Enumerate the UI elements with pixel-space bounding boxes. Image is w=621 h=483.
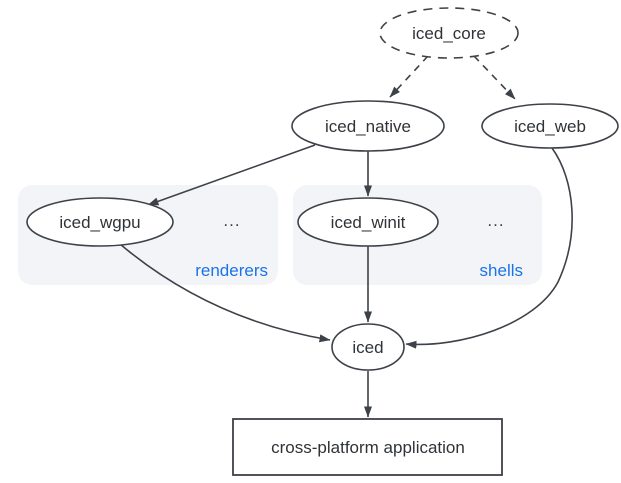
label-iced_native: iced_native bbox=[325, 117, 411, 136]
label-group-renderers: renderers bbox=[195, 261, 268, 280]
label-iced: iced bbox=[352, 338, 383, 357]
ellipsis-renderers: ... bbox=[223, 211, 240, 230]
edge-iced_web-iced bbox=[405, 147, 573, 349]
node-iced_winit bbox=[297, 197, 439, 247]
node-iced_wgpu bbox=[26, 197, 174, 247]
node-iced bbox=[331, 323, 405, 371]
node-iced_core bbox=[379, 7, 519, 59]
node-iced_native bbox=[291, 100, 445, 152]
label-iced_winit: iced_winit bbox=[331, 213, 406, 232]
edge-iced_native-iced_wgpu bbox=[147, 144, 316, 206]
label-iced_wgpu: iced_wgpu bbox=[59, 213, 140, 232]
node-iced_web bbox=[481, 103, 619, 149]
edge-iced_wgpu-iced bbox=[119, 243, 331, 343]
edge-iced_core-iced_web bbox=[473, 55, 516, 100]
label-app: cross-platform application bbox=[271, 438, 465, 457]
node-app-rect bbox=[232, 418, 503, 476]
edge-iced_core-iced_native bbox=[389, 55, 429, 98]
ellipsis-shells: ... bbox=[487, 211, 504, 230]
label-iced_web: iced_web bbox=[514, 117, 586, 136]
label-group-shells: shells bbox=[480, 261, 523, 280]
label-iced_core: iced_core bbox=[412, 24, 486, 43]
